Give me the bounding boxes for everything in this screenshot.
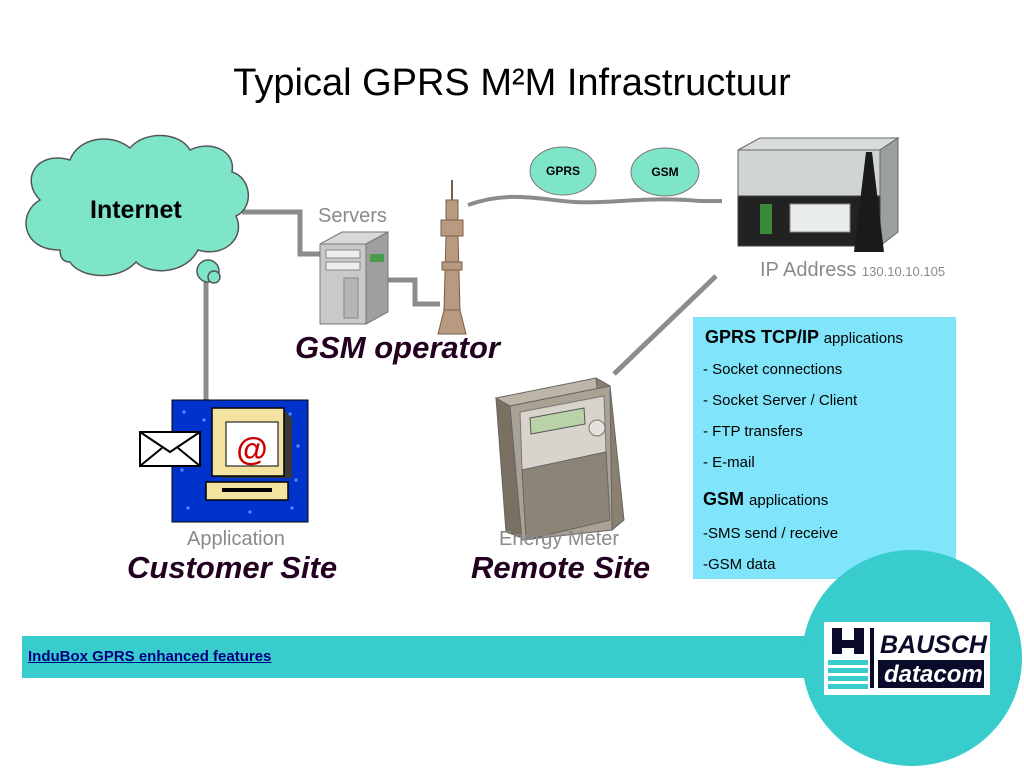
- internet-server-line: [242, 209, 320, 257]
- servers-label: Servers: [318, 205, 387, 227]
- logo-line1: BAUSCH: [880, 631, 988, 659]
- radio-tower-icon: [437, 180, 467, 335]
- bausch-datacom-logo: BAUSCH datacom: [824, 622, 990, 695]
- gsm-heading-suffix: applications: [749, 492, 829, 509]
- svg-text:@: @: [236, 431, 267, 467]
- gsm-bubble: GSM: [630, 147, 700, 197]
- radio-wave-line: [467, 194, 722, 207]
- gprs-bubble: GPRS: [529, 146, 597, 196]
- device-meter-line: [612, 274, 718, 376]
- gsm-heading-bold: GSM: [703, 489, 745, 509]
- customer-site-label: Customer Site: [127, 550, 338, 585]
- ip-address-value: 130.10.10.105: [861, 264, 946, 279]
- remote-site-label: Remote Site: [471, 550, 651, 585]
- application-label: Application: [187, 528, 285, 550]
- connector-lines: [203, 209, 718, 402]
- ip-address-label: IP Address 130.10.10.105: [760, 259, 945, 282]
- applications-box: GPRS TCP/IP applications - Socket connec…: [693, 317, 956, 579]
- energy-meter-icon: [494, 377, 625, 541]
- server-icon: [319, 231, 389, 325]
- gsm-operator-label: GSM operator: [295, 330, 500, 365]
- application-item: - Socket Server / Client: [703, 392, 858, 409]
- svg-text:GPRS: GPRS: [546, 164, 580, 178]
- logo-line2: datacom: [884, 661, 983, 688]
- indubox-features-link[interactable]: InduBox GPRS enhanced features: [28, 648, 272, 665]
- application-item: - FTP transfers: [703, 423, 803, 440]
- footer-bar: InduBox GPRS enhanced features: [22, 636, 857, 678]
- application-item: - Socket connections: [703, 361, 843, 378]
- ip-address-caption: IP Address: [760, 259, 857, 281]
- customer-application-icon: @: [139, 399, 309, 523]
- gsm-applications-heading: GSM applications: [703, 489, 828, 510]
- page-title: Typical GPRS M²M Infrastructuur: [233, 62, 791, 104]
- logo-mark-icon: BAUSCH datacom: [828, 628, 988, 689]
- envelope-icon: [139, 431, 201, 467]
- gprs-applications-heading: GPRS TCP/IP applications: [705, 327, 903, 348]
- application-item: -SMS send / receive: [703, 525, 839, 542]
- gprs-modem-device: [737, 137, 900, 252]
- application-item: -GSM data: [703, 556, 776, 573]
- svg-text:GSM: GSM: [651, 165, 678, 179]
- gprs-heading-bold: GPRS TCP/IP: [705, 327, 819, 347]
- gprs-heading-suffix: applications: [823, 330, 903, 347]
- server-tower-line: [385, 277, 440, 307]
- energy-meter-label: Energy Meter: [499, 528, 620, 550]
- application-item: - E-mail: [703, 454, 755, 471]
- internet-label: Internet: [90, 196, 182, 224]
- internet-cloud: [25, 134, 250, 284]
